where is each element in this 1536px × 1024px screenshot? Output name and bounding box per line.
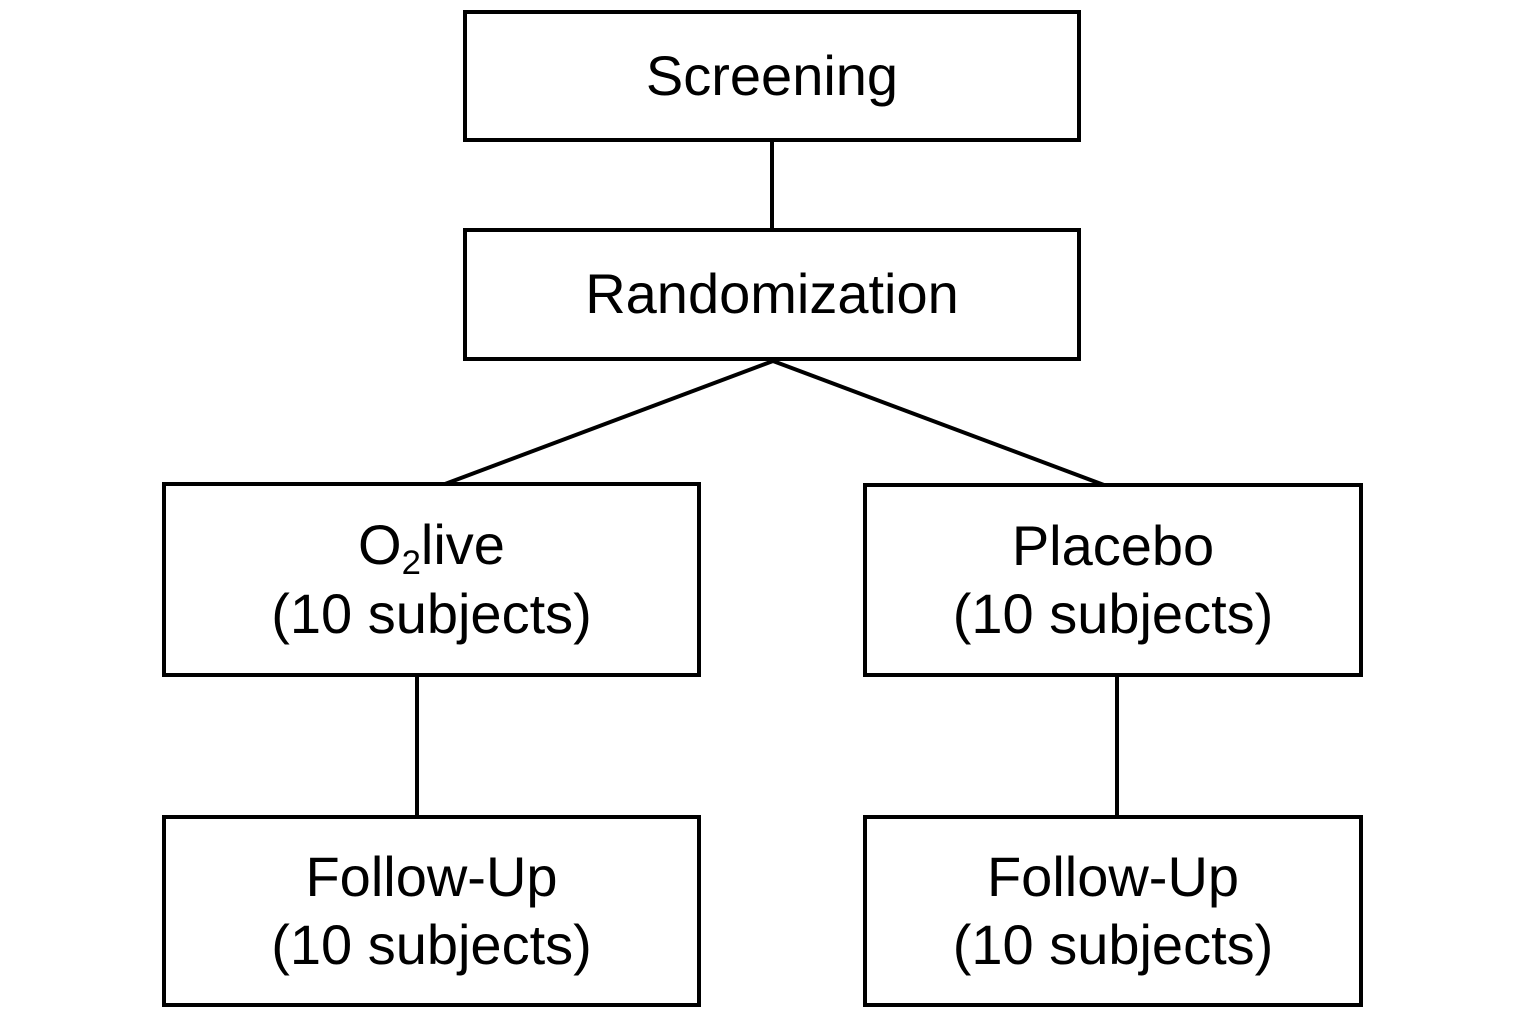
node-followup-placebo: Follow-Up (10 subjects) (863, 815, 1363, 1007)
node-randomization-label: Randomization (585, 262, 959, 326)
node-followup-placebo-label: Follow-Up (986, 844, 1240, 908)
node-followup-o2live-count: (10 subjects) (271, 913, 592, 976)
node-followup-o2live-label: Follow-Up (305, 844, 558, 908)
node-followup-o2live: Follow-Up (10 subjects) (162, 815, 701, 1007)
node-screening-label: Screening (645, 43, 899, 107)
node-placebo-label: Placebo (1011, 513, 1215, 577)
node-o2live: O2live (10 subjects) (162, 482, 701, 677)
node-randomization: Randomization (463, 228, 1081, 361)
node-o2live-count: (10 subjects) (271, 581, 592, 645)
node-screening: Screening (463, 10, 1081, 142)
node-o2live-label-suffix: live (420, 513, 505, 577)
node-o2live-label-subscript: 2 (401, 543, 421, 582)
connector-randomization-placebo (772, 359, 1105, 487)
node-placebo-count: (10 subjects) (952, 582, 1274, 645)
node-placebo: Placebo (10 subjects) (863, 483, 1363, 677)
connector-randomization-o2live (444, 359, 774, 486)
node-o2live-label-base: O (358, 513, 402, 577)
node-followup-placebo-count: (10 subjects) (952, 913, 1274, 976)
node-o2live-label: O2live (358, 511, 505, 582)
